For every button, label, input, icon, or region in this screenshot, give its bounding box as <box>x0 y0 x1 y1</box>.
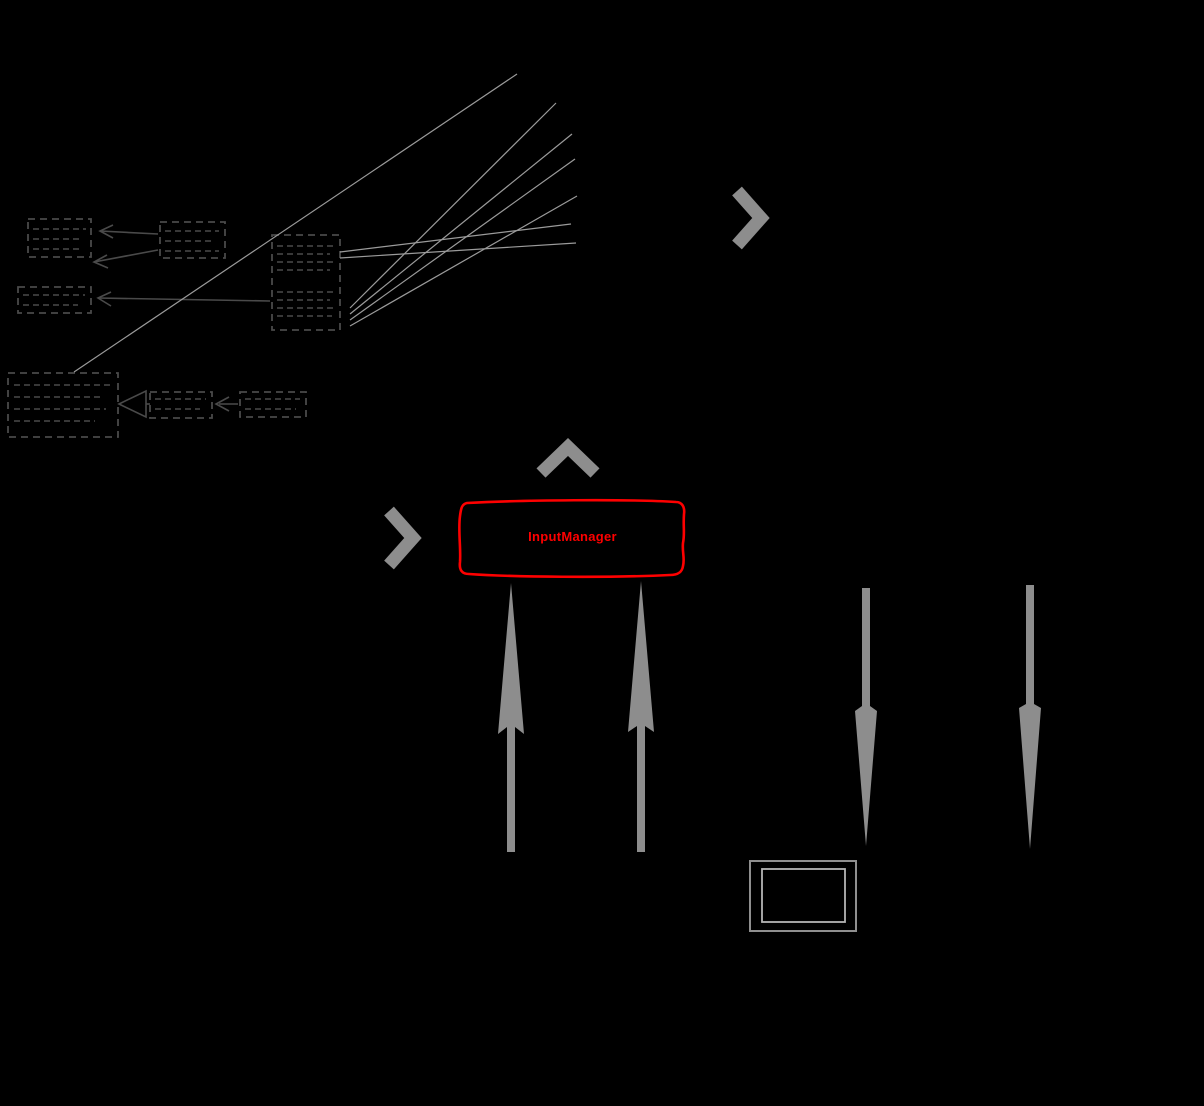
fan-line <box>339 242 577 259</box>
sketch-box <box>7 372 119 438</box>
inputmanager-label: InputManager <box>528 529 617 544</box>
uml-open-triangle <box>117 389 147 419</box>
sketch-box <box>17 286 92 314</box>
down-arrow <box>855 588 877 846</box>
fan-line <box>349 133 573 315</box>
uml-arrow-line <box>97 297 271 302</box>
chevrons <box>384 186 770 570</box>
sketch-box <box>27 218 92 258</box>
fan-line <box>349 195 578 327</box>
uml-arrow-line <box>93 249 159 263</box>
sketch-box <box>271 234 341 331</box>
down-arrow <box>1019 585 1041 849</box>
uml-connectors <box>92 224 271 419</box>
sketch-box <box>159 221 226 259</box>
screen-inner <box>761 868 846 923</box>
chevron-up-icon <box>536 437 600 478</box>
sketch-box <box>239 391 307 418</box>
flow-arrows <box>498 581 1041 852</box>
up-arrow <box>498 583 524 852</box>
sketch-class-diagram <box>7 218 341 438</box>
uml-arrow-line <box>99 230 159 235</box>
chevron-right-icon <box>384 506 422 570</box>
sketch-text-rows <box>14 228 335 422</box>
uml-arrowhead <box>92 254 109 269</box>
fan-line <box>349 158 576 321</box>
inputmanager-box <box>457 498 686 579</box>
fan-lines <box>73 73 578 373</box>
screen-icon <box>749 860 857 932</box>
chevron-right-icon <box>732 186 770 250</box>
fan-line <box>349 102 557 309</box>
uml-arrowhead <box>98 224 114 239</box>
uml-arrowhead <box>214 396 230 412</box>
screen-outer <box>749 860 857 932</box>
fan-line <box>73 73 518 373</box>
fan-line <box>339 223 572 253</box>
sketch-box <box>149 391 213 419</box>
up-arrow <box>628 581 654 852</box>
uml-arrowhead <box>96 291 112 307</box>
